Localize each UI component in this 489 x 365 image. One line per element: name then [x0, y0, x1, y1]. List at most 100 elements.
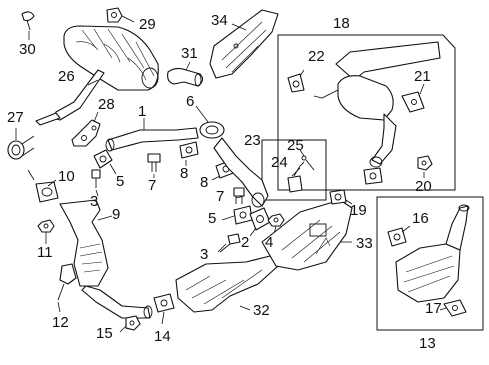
leader-14 [161, 311, 165, 325]
callout-3b[interactable]: 3 [200, 246, 209, 263]
callout-22[interactable]: 22 [308, 48, 325, 65]
leader-34 [231, 23, 247, 31]
leader-17 [439, 307, 447, 311]
callout-11[interactable]: 11 [37, 244, 53, 261]
leader-25 [299, 149, 305, 157]
callout-13[interactable]: 13 [419, 335, 436, 352]
front-pipe-part-1 [105, 127, 199, 152]
leader-5b [221, 215, 235, 221]
callout-32[interactable]: 32 [253, 302, 270, 319]
leader-5a [109, 163, 117, 175]
gasket-part-5b [233, 205, 253, 225]
rear-muffler-part [63, 25, 159, 91]
bolt-part-7b [233, 187, 245, 204]
callout-30[interactable]: 30 [19, 41, 36, 58]
callout-23[interactable]: 23 [244, 132, 261, 149]
callout-5b[interactable]: 5 [208, 210, 217, 227]
exhaust-pipe-part-26 [35, 69, 105, 126]
flange-part-6 [199, 121, 225, 139]
leader-32 [239, 305, 251, 311]
sensor-part-24 [287, 161, 305, 193]
gasket-part-16 [387, 227, 407, 247]
gasket-part-18a [363, 167, 383, 185]
leader-12 [57, 301, 61, 313]
callout-29[interactable]: 29 [139, 16, 156, 33]
bracket-part-28 [71, 119, 101, 147]
nut-part-4 [267, 213, 285, 227]
callout-17[interactable]: 17 [425, 300, 442, 317]
flange-part-2 [249, 207, 271, 231]
callout-15[interactable]: 15 [96, 325, 113, 342]
callout-31[interactable]: 31 [181, 45, 198, 62]
callout-6[interactable]: 6 [186, 93, 195, 110]
gasket-part-5a [93, 149, 113, 169]
callout-2[interactable]: 2 [241, 234, 250, 251]
leader-7b [235, 195, 245, 199]
callout-1[interactable]: 1 [138, 103, 147, 120]
leader-26 [87, 79, 99, 86]
callout-18[interactable]: 18 [333, 15, 350, 32]
callout-12[interactable]: 12 [52, 314, 69, 331]
callout-8a[interactable]: 8 [180, 165, 189, 182]
hanger-part-30 [21, 11, 35, 31]
callout-25[interactable]: 25 [287, 137, 304, 154]
callout-10[interactable]: 10 [58, 168, 75, 185]
bolt-part-3b [219, 233, 241, 253]
callout-20[interactable]: 20 [415, 178, 432, 195]
callout-21[interactable]: 21 [414, 68, 431, 85]
gasket-part-8a [179, 141, 199, 159]
leader-19 [345, 199, 353, 205]
callout-34[interactable]: 34 [211, 12, 228, 29]
callout-27[interactable]: 27 [7, 109, 24, 126]
group-box-13 [376, 196, 484, 331]
leader-31 [185, 61, 191, 71]
callout-3a[interactable]: 3 [90, 193, 99, 210]
leader-10 [47, 179, 57, 187]
bracket-part-12 [57, 263, 77, 301]
bolt-part-7a [147, 153, 161, 172]
hanger-part-21 [401, 91, 425, 113]
intermediate-pipe-part [213, 137, 269, 208]
callout-26[interactable]: 26 [58, 68, 75, 85]
sensor-part-25 [301, 155, 315, 171]
gasket-part-10 [35, 181, 59, 203]
leader-3a [95, 189, 99, 197]
callout-5a[interactable]: 5 [116, 173, 125, 190]
gasket-part-19 [329, 189, 347, 205]
callout-19[interactable]: 19 [350, 202, 367, 219]
leader-8b [211, 175, 221, 181]
leader-15 [119, 325, 127, 333]
hanger-part-22 [287, 73, 305, 93]
callout-4[interactable]: 4 [265, 234, 274, 251]
callout-16[interactable]: 16 [412, 210, 429, 227]
leader-24 [291, 167, 301, 177]
callout-33[interactable]: 33 [356, 235, 373, 252]
callout-28[interactable]: 28 [98, 96, 115, 113]
heat-shield-part-33 [261, 199, 353, 271]
leader-3b [217, 243, 227, 253]
leader-29 [121, 15, 135, 23]
bracket-part-17 [443, 299, 467, 317]
nut-part-20 [417, 155, 433, 171]
leader-28 [93, 111, 99, 123]
callout-7b[interactable]: 7 [216, 188, 225, 205]
gasket-part-14 [153, 293, 175, 313]
heat-shield-part-34 [209, 9, 279, 79]
leader-6 [195, 105, 209, 123]
pipe-part-31 [167, 67, 204, 87]
catalytic-converter-part-9 [59, 199, 153, 319]
bolt-part-3a [91, 169, 101, 188]
callout-8b[interactable]: 8 [200, 174, 209, 191]
callout-9[interactable]: 9 [112, 206, 121, 223]
callout-24[interactable]: 24 [271, 154, 288, 171]
converter-part-13 [395, 204, 470, 303]
nut-part-11 [37, 219, 55, 233]
callout-14[interactable]: 14 [154, 328, 171, 345]
group-box-23 [261, 139, 327, 201]
leader-21 [419, 83, 425, 95]
leader-2 [249, 227, 257, 237]
callout-7a[interactable]: 7 [148, 177, 157, 194]
clamp-part-27 [7, 135, 35, 160]
